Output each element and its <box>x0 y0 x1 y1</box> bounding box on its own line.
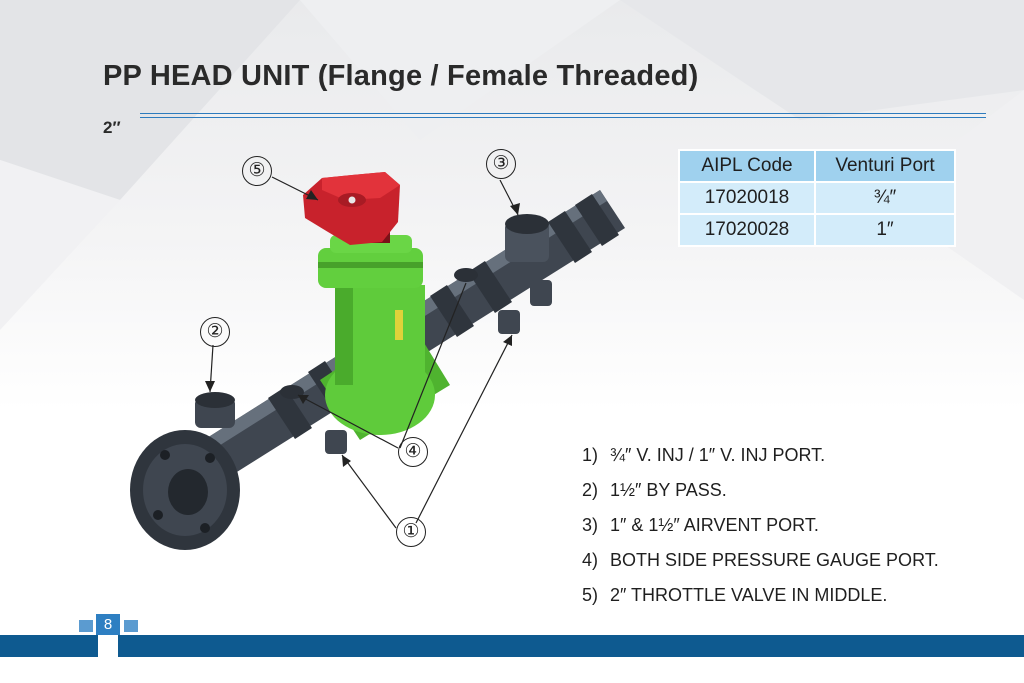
item-number: 4) <box>582 550 599 570</box>
list-item: 2) 1½″ BY PASS. <box>582 477 939 512</box>
list-item: 1) ¾″ V. INJ / 1″ V. INJ PORT. <box>582 442 939 477</box>
size-label: 2″ <box>103 118 121 137</box>
item-number: 3) <box>582 515 599 535</box>
list-item: 4) BOTH SIDE PRESSURE GAUGE PORT. <box>582 547 939 582</box>
flange <box>130 430 240 550</box>
title-rule-lower <box>140 117 986 118</box>
item-text: 2″ THROTTLE VALVE IN MIDDLE. <box>610 585 888 605</box>
list-item: 5) 2″ THROTTLE VALVE IN MIDDLE. <box>582 582 939 617</box>
injection-port-right <box>498 310 520 334</box>
list-item: 3) 1″ & 1½″ AIRVENT PORT. <box>582 512 939 547</box>
airvent-port <box>505 214 552 306</box>
cell-venturi-port: 1″ <box>814 213 956 247</box>
cell-aipl-code: 17020018 <box>678 181 816 215</box>
header-aipl-code: AIPL Code <box>678 149 816 183</box>
code-table: AIPL Code Venturi Port 17020018 ¾″ 17020… <box>678 149 956 247</box>
title-rule-upper <box>140 113 986 114</box>
valve-body <box>318 235 450 440</box>
item-text: 1½″ BY PASS. <box>610 480 727 500</box>
valve-handle <box>303 172 400 245</box>
item-number: 5) <box>582 585 599 605</box>
footer-square-left <box>79 620 93 632</box>
footer-band <box>118 635 1024 657</box>
table-row: 17020018 ¾″ <box>678 181 956 215</box>
item-text: ¾″ V. INJ / 1″ V. INJ PORT. <box>610 445 826 465</box>
item-text: BOTH SIDE PRESSURE GAUGE PORT. <box>610 550 939 570</box>
bypass-port <box>195 392 235 428</box>
item-number: 1) <box>582 445 599 465</box>
feature-list: 1) ¾″ V. INJ / 1″ V. INJ PORT. 2) 1½″ BY P… <box>582 442 939 617</box>
footer-band-left <box>0 635 98 657</box>
item-text: 1″ & 1½″ AIRVENT PORT. <box>610 515 819 535</box>
callout-1: ① <box>396 517 426 547</box>
footer-notch <box>98 635 118 657</box>
head-unit-illustration <box>130 172 625 550</box>
page-number: 8 <box>96 614 120 636</box>
table-header-row: AIPL Code Venturi Port <box>678 149 956 183</box>
injection-port-left <box>325 430 347 454</box>
table-row: 17020028 1″ <box>678 213 956 247</box>
header-venturi-port: Venturi Port <box>814 149 956 183</box>
footer-square-right <box>124 620 138 632</box>
callout-5: ⑤ <box>242 156 272 186</box>
cell-aipl-code: 17020028 <box>678 213 816 247</box>
item-number: 2) <box>582 480 599 500</box>
arrow-heads <box>205 190 520 467</box>
callout-4: ④ <box>398 437 428 467</box>
callout-2: ② <box>200 317 230 347</box>
callout-3: ③ <box>486 149 516 179</box>
cell-venturi-port: ¾″ <box>814 181 956 215</box>
gauge-port-right <box>454 268 478 282</box>
background-facets <box>0 0 1024 330</box>
page-title: PP HEAD UNIT (Flange / Female Threaded) <box>103 60 699 92</box>
